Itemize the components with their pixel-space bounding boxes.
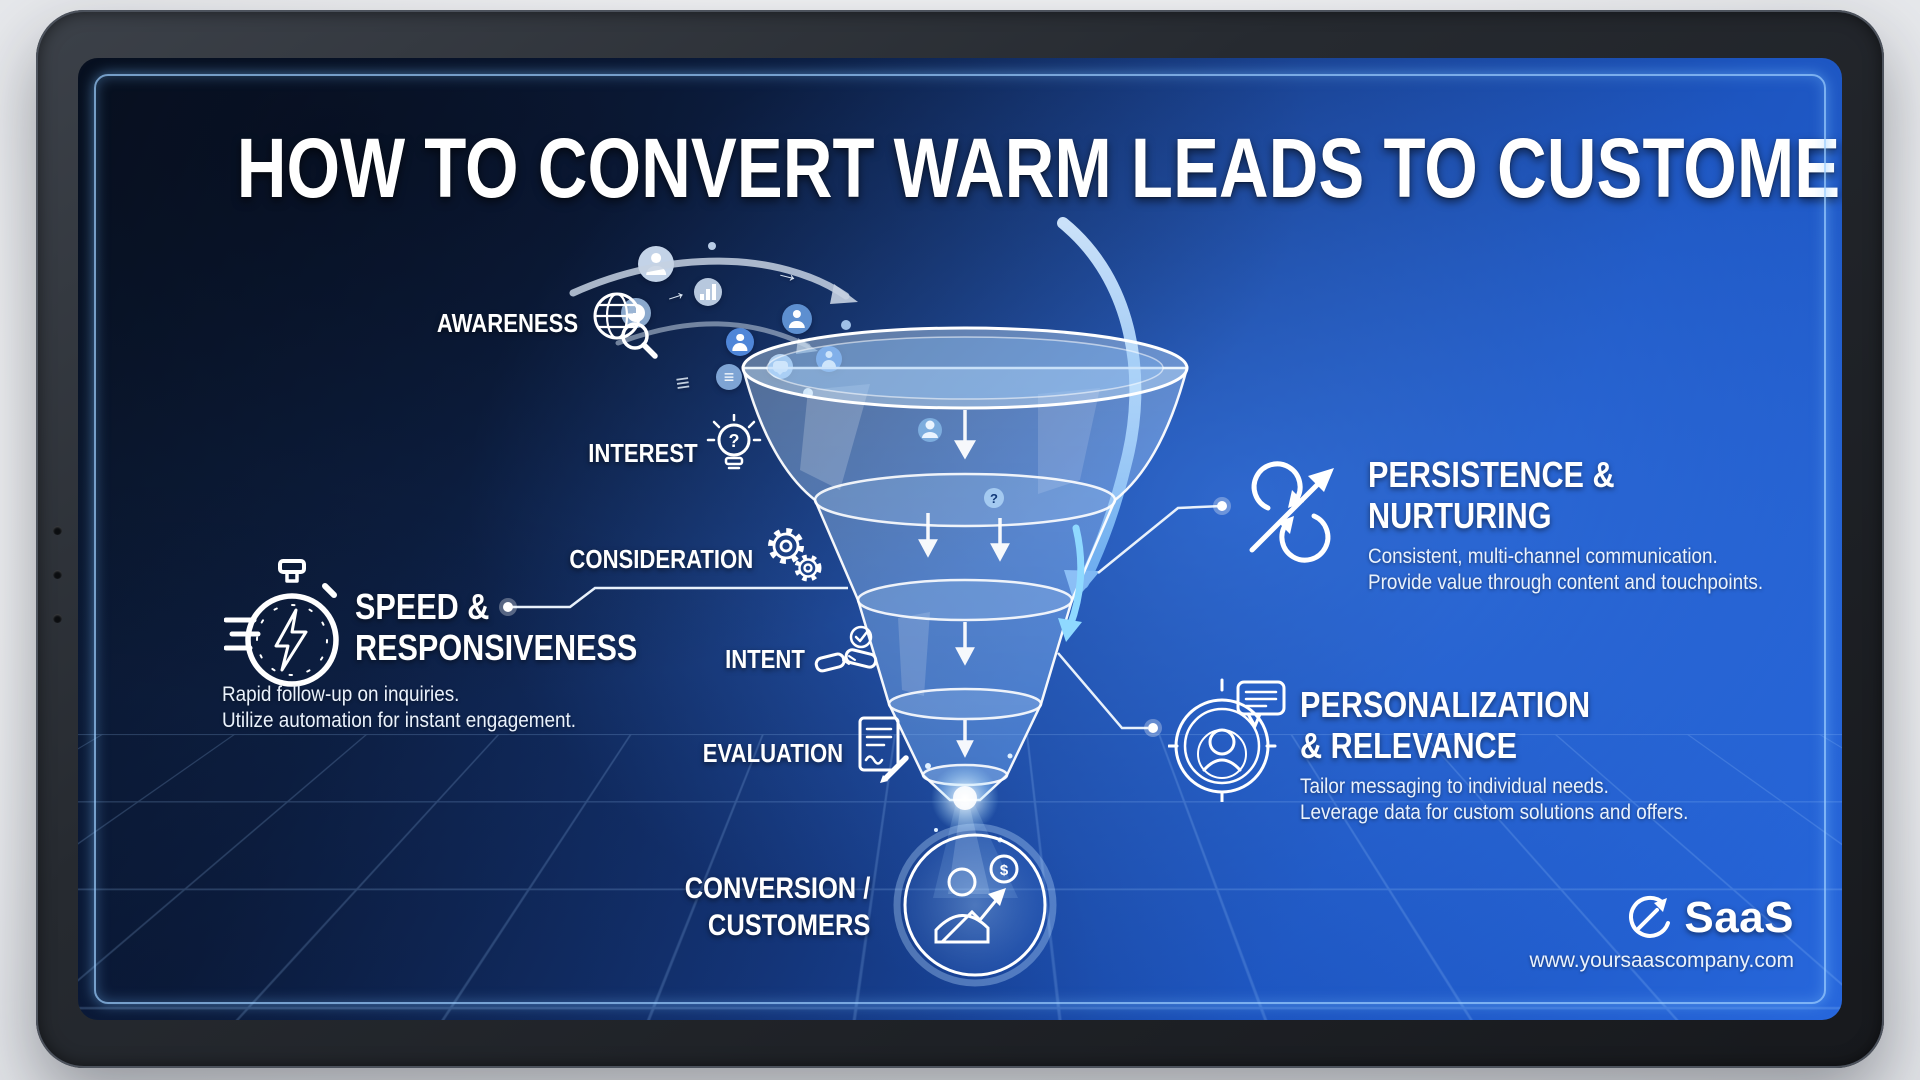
speed-callout-desc: Rapid follow-up on inquiries. Utilize au… bbox=[222, 682, 576, 734]
handshake-check-icon bbox=[814, 624, 882, 688]
user-icon bbox=[782, 304, 812, 334]
speed-desc-line1: Rapid follow-up on inquiries. bbox=[222, 683, 460, 706]
dot-icon bbox=[708, 242, 716, 250]
conversion-line2: CUSTOMERS bbox=[707, 909, 870, 942]
bar-chart-icon bbox=[694, 278, 722, 306]
stage-label-intent: INTENT bbox=[725, 644, 805, 674]
persistence-heading-line1: PERSISTENCE & bbox=[1368, 454, 1615, 495]
persistence-callout-heading: PERSISTENCE & NURTURING bbox=[1368, 454, 1615, 536]
tablet-frame: ≡ → → ≡ bbox=[36, 10, 1884, 1068]
saas-logo-icon bbox=[1629, 895, 1671, 938]
brand-website: www.yoursaascompany.com bbox=[1529, 949, 1794, 972]
lead-funnel-graphic: ? bbox=[499, 198, 1231, 1018]
list-icon: ≡ bbox=[716, 364, 742, 390]
personalization-callout-desc: Tailor messaging to individual needs. Le… bbox=[1300, 774, 1688, 826]
brand-name: SaaS bbox=[1684, 893, 1794, 942]
stage-label-interest: INTEREST bbox=[588, 438, 698, 468]
personalization-desc-line2: Leverage data for custom solutions and o… bbox=[1300, 801, 1689, 824]
bezel-camera-dot bbox=[53, 526, 62, 535]
stage-label-awareness: AWARENESS bbox=[436, 308, 578, 338]
personalization-heading-line1: PERSONALIZATION bbox=[1300, 684, 1591, 725]
persistence-desc-line2: Provide value through content and touchp… bbox=[1368, 571, 1764, 594]
svg-text:$: $ bbox=[1000, 862, 1009, 879]
persistence-heading-line2: NURTURING bbox=[1368, 495, 1552, 536]
lightbulb-question-icon: ? bbox=[706, 414, 762, 482]
speed-heading-line1: SPEED & bbox=[355, 586, 490, 627]
gears-icon bbox=[762, 524, 826, 586]
user-icon bbox=[726, 328, 754, 356]
stage-label-consideration: CONSIDERATION bbox=[569, 544, 753, 574]
stage-label-evaluation: EVALUATION bbox=[702, 738, 843, 768]
speed-heading-line2: RESPONSIVENESS bbox=[355, 627, 638, 668]
speed-callout-heading: SPEED & RESPONSIVENESS bbox=[355, 586, 637, 668]
infographic-title: HOW TO CONVERT WARM LEADS TO CUSTOMERS bbox=[236, 121, 1842, 215]
bezel-camera-dot bbox=[53, 614, 62, 623]
svg-text:?: ? bbox=[729, 431, 740, 451]
target-person-message-icon bbox=[1168, 676, 1292, 802]
conversion-line1: CONVERSION / bbox=[684, 872, 870, 905]
persistence-callout-desc: Consistent, multi-channel communication.… bbox=[1368, 544, 1763, 596]
cycle-growth-arrow-icon bbox=[1234, 456, 1334, 568]
stage-label-conversion: CONVERSION / CUSTOMERS bbox=[684, 870, 870, 944]
personalization-desc-line1: Tailor messaging to individual needs. bbox=[1300, 775, 1609, 798]
speed-desc-line2: Utilize automation for instant engagemen… bbox=[222, 709, 577, 732]
brand-row: SaaS bbox=[1623, 892, 1794, 944]
dot-icon bbox=[841, 320, 851, 330]
personalization-callout-heading: PERSONALIZATION & RELEVANCE bbox=[1300, 684, 1590, 766]
brand-block: SaaS www.yoursaascompany.com bbox=[1529, 892, 1794, 973]
tablet-screen: ≡ → → ≡ bbox=[78, 58, 1842, 1020]
persistence-desc-line1: Consistent, multi-channel communication. bbox=[1368, 545, 1718, 568]
svg-text:?: ? bbox=[990, 491, 998, 506]
document-signature-icon bbox=[854, 714, 912, 783]
stopwatch-lightning-icon bbox=[224, 558, 344, 692]
personalization-heading-line2: & RELEVANCE bbox=[1300, 725, 1518, 766]
bezel-camera-dot bbox=[53, 570, 62, 579]
globe-search-icon bbox=[586, 288, 662, 364]
